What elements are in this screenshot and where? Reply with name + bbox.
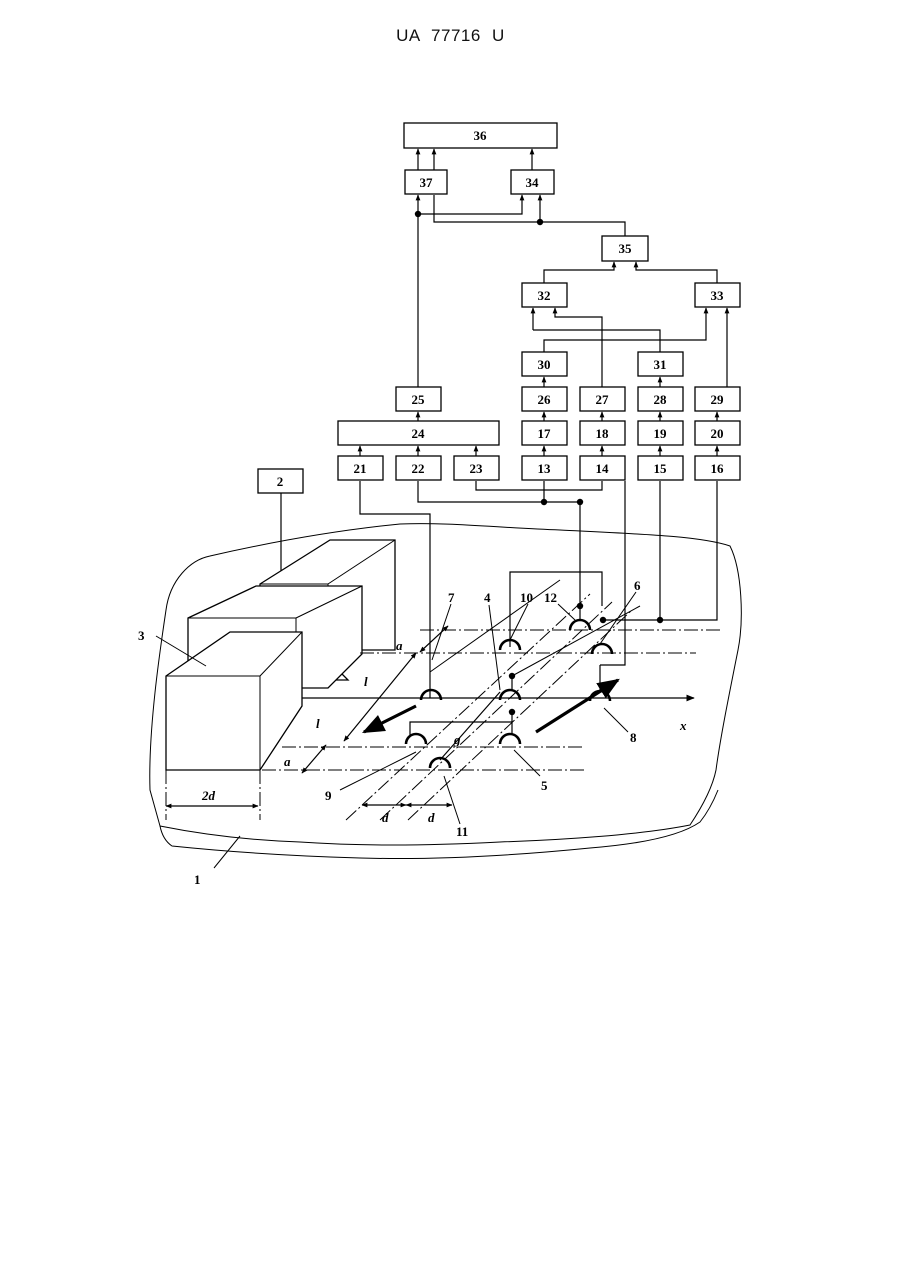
label-6: 6 bbox=[634, 578, 641, 593]
block-34: 34 bbox=[511, 170, 554, 194]
svg-text:37: 37 bbox=[420, 175, 434, 190]
block-20: 20 bbox=[695, 421, 740, 445]
svg-text:26: 26 bbox=[538, 392, 552, 407]
label-12: 12 bbox=[544, 590, 557, 605]
block-30: 30 bbox=[522, 352, 567, 376]
magnet-block-front bbox=[166, 632, 302, 770]
label-7: 7 bbox=[448, 590, 455, 605]
dim-d-2: d bbox=[428, 810, 435, 825]
label-11: 11 bbox=[456, 824, 468, 839]
block-21: 21 bbox=[338, 456, 383, 480]
dim-a-top: a bbox=[396, 638, 403, 653]
svg-text:33: 33 bbox=[711, 288, 725, 303]
label-10: 10 bbox=[520, 590, 533, 605]
sensor-5 bbox=[500, 734, 520, 744]
axis-x-label: x bbox=[679, 718, 687, 733]
block-37: 37 bbox=[405, 170, 447, 194]
svg-text:13: 13 bbox=[538, 461, 552, 476]
label-3: 3 bbox=[138, 628, 145, 643]
svg-text:19: 19 bbox=[654, 426, 668, 441]
svg-text:36: 36 bbox=[474, 128, 488, 143]
svg-text:27: 27 bbox=[596, 392, 610, 407]
block-2: 2 bbox=[258, 469, 303, 493]
dim-a-bottom: a bbox=[284, 754, 291, 769]
svg-text:17: 17 bbox=[538, 426, 552, 441]
svg-text:29: 29 bbox=[711, 392, 725, 407]
label-1: 1 bbox=[194, 872, 201, 887]
svg-text:18: 18 bbox=[596, 426, 610, 441]
svg-text:16: 16 bbox=[711, 461, 725, 476]
block-19: 19 bbox=[638, 421, 683, 445]
dim-g: g bbox=[453, 732, 461, 747]
svg-text:25: 25 bbox=[412, 392, 426, 407]
sensor-12 bbox=[570, 620, 590, 630]
svg-text:21: 21 bbox=[354, 461, 367, 476]
block-16: 16 bbox=[695, 456, 740, 480]
block-17: 17 bbox=[522, 421, 567, 445]
block-22: 22 bbox=[396, 456, 441, 480]
svg-text:24: 24 bbox=[412, 426, 426, 441]
block-28: 28 bbox=[638, 387, 683, 411]
label-8: 8 bbox=[630, 730, 637, 745]
label-4: 4 bbox=[484, 590, 491, 605]
svg-text:23: 23 bbox=[470, 461, 484, 476]
block-24: 24 bbox=[338, 421, 499, 445]
svg-text:2: 2 bbox=[277, 474, 284, 489]
block-33: 33 bbox=[695, 283, 740, 307]
label-9: 9 bbox=[325, 788, 332, 803]
block-32: 32 bbox=[522, 283, 567, 307]
block-25: 25 bbox=[396, 387, 441, 411]
block-14: 14 bbox=[580, 456, 625, 480]
block-35: 35 bbox=[602, 236, 648, 261]
block-27: 27 bbox=[580, 387, 625, 411]
dim-l-top: l bbox=[364, 674, 368, 689]
svg-text:35: 35 bbox=[619, 241, 633, 256]
block-26: 26 bbox=[522, 387, 567, 411]
svg-text:22: 22 bbox=[412, 461, 425, 476]
dim-d-1: d bbox=[382, 810, 389, 825]
dim-2d: 2d bbox=[201, 788, 216, 803]
svg-text:15: 15 bbox=[654, 461, 668, 476]
block-15: 15 bbox=[638, 456, 683, 480]
block-36: 36 bbox=[404, 123, 557, 148]
dim-l-bottom: l bbox=[316, 716, 320, 731]
svg-text:20: 20 bbox=[711, 426, 724, 441]
svg-text:31: 31 bbox=[654, 357, 667, 372]
block-29: 29 bbox=[695, 387, 740, 411]
block-18: 18 bbox=[580, 421, 625, 445]
block-13: 13 bbox=[522, 456, 567, 480]
svg-text:28: 28 bbox=[654, 392, 668, 407]
svg-text:34: 34 bbox=[526, 175, 540, 190]
block-23: 23 bbox=[454, 456, 499, 480]
label-5: 5 bbox=[541, 778, 548, 793]
svg-text:32: 32 bbox=[538, 288, 551, 303]
block-31: 31 bbox=[638, 352, 683, 376]
svg-text:14: 14 bbox=[596, 461, 610, 476]
svg-text:30: 30 bbox=[538, 357, 551, 372]
sensor-9 bbox=[406, 734, 426, 744]
